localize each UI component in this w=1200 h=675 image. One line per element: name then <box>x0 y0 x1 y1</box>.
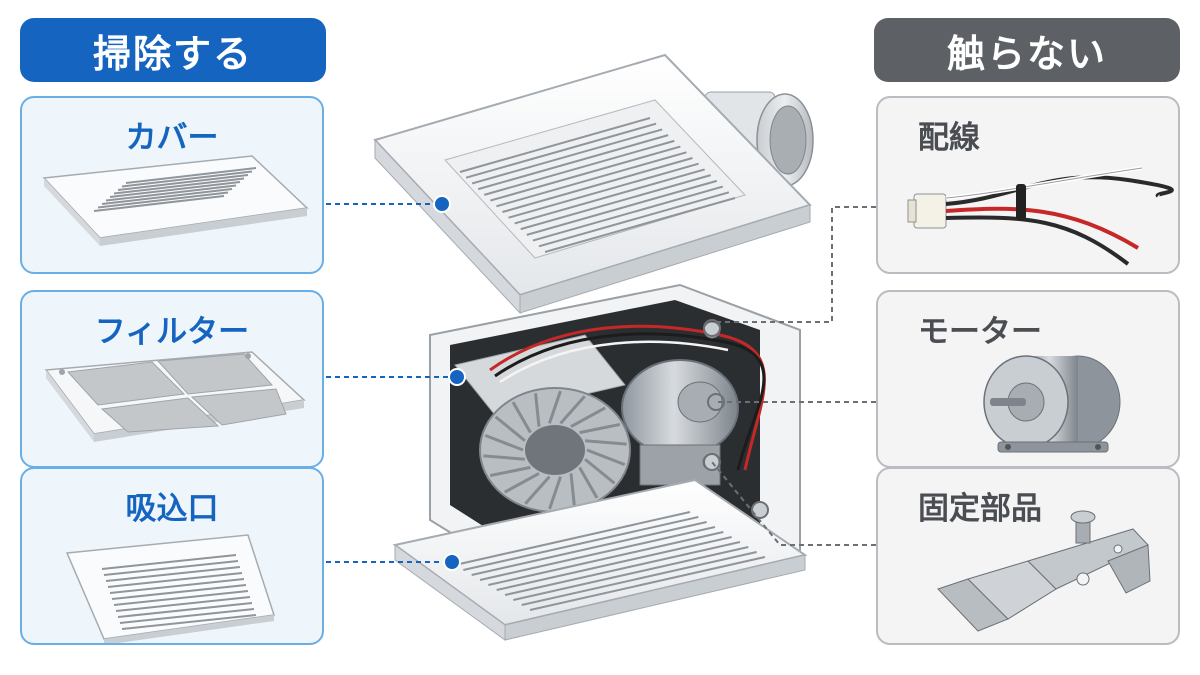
callout-dot-filter <box>448 368 466 386</box>
callout-dot-cover <box>433 195 451 213</box>
dont-touch-card-wiring: 配線 <box>876 96 1180 274</box>
intake-grille-illustration <box>392 478 808 641</box>
filter-label: フィルター <box>94 314 250 350</box>
fixing-parts-label: 固定部品 <box>918 491 1042 527</box>
clean-card-intake: 吸込口 <box>20 467 324 645</box>
dont-touch-card-motor: モーター <box>876 290 1180 468</box>
wiring-label: 配線 <box>918 120 980 156</box>
top-cover-illustration <box>373 53 812 315</box>
fixing-parts-thumbnail <box>937 510 1151 632</box>
motor-thumbnail <box>983 355 1121 453</box>
callout-ring-motor <box>707 393 725 411</box>
dont-touch-card-fixing-parts: 固定部品 <box>876 467 1180 645</box>
leader-lines-dont-touch <box>711 206 876 546</box>
callout-ring-wiring <box>703 319 721 337</box>
dont-touch-header: 触らない <box>874 18 1180 82</box>
leader-lines-clean <box>326 203 455 563</box>
clean-card-cover: カバー <box>20 96 324 274</box>
intake-label: 吸込口 <box>125 491 219 527</box>
motor-label: モーター <box>918 314 1042 350</box>
callout-dot-intake <box>443 553 461 571</box>
cover-label: カバー <box>125 120 219 156</box>
intake-thumbnail <box>65 534 275 643</box>
cover-thumbnail <box>42 155 309 246</box>
clean-card-filter: フィルター <box>20 290 324 468</box>
clean-header: 掃除する <box>20 18 326 82</box>
callout-ring-fixing-parts <box>703 453 721 471</box>
callout-ring-fixing-parts-2 <box>751 501 769 519</box>
filter-thumbnail <box>44 351 306 442</box>
wiring-thumbnail <box>907 166 1174 266</box>
